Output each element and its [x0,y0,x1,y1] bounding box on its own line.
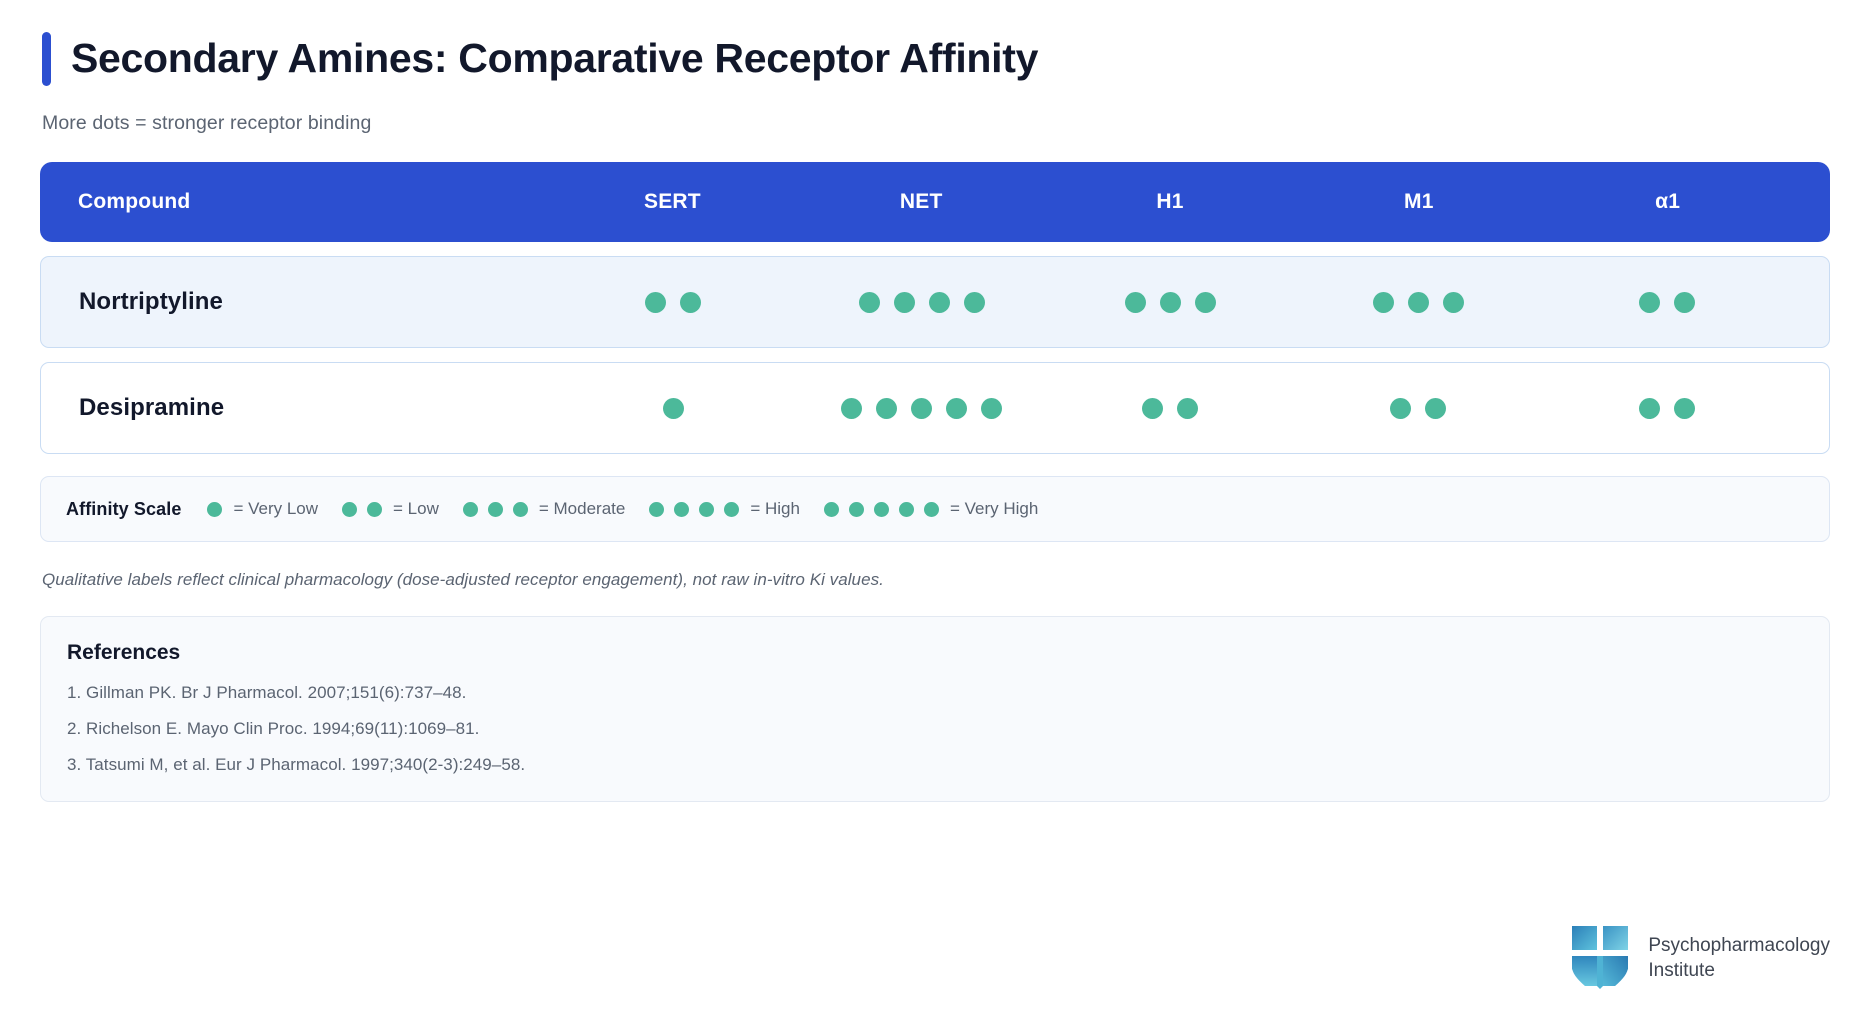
affinity-table: Compound SERT NET H1 M1 α1 Nortriptyline… [40,162,1830,454]
references-panel: References 1. Gillman PK. Br J Pharmacol… [40,616,1830,802]
affinity-dots-h1 [1046,397,1294,419]
affinity-dot [674,501,690,517]
subtitle: More dots = stronger receptor binding [42,112,372,134]
affinity-dot [207,501,223,517]
affinity-dot [876,397,898,419]
column-header-m1: M1 [1404,190,1434,213]
affinity-dot [1159,291,1181,313]
legend-dots [649,501,740,517]
affinity-dot [680,291,702,313]
legend-label: = High [750,499,800,518]
column-header-sert: SERT [643,190,701,213]
affinity-dot [1425,397,1447,419]
affinity-dot [512,501,528,517]
affinity-dot [1390,397,1412,419]
affinity-dot [1673,291,1695,313]
shield-icon [1570,923,1632,994]
reference-item: 2. Richelson E. Mayo Clin Proc. 1994;69(… [67,719,480,738]
brand-line-1: Psychopharmacology [1648,935,1830,957]
affinity-dot [1638,291,1660,313]
affinity-dot [1372,291,1394,313]
affinity-dots-h1 [1046,291,1294,313]
column-header-h1: H1 [1156,190,1184,213]
legend-label: = Moderate [538,499,626,518]
legend-item-very-low: = Very Low [207,499,318,519]
legend-label: = Low [393,499,439,518]
table-header-row: Compound SERT NET H1 M1 α1 [40,162,1830,242]
brand-line-2: Institute [1648,959,1715,981]
affinity-scale-legend: Affinity Scale = Very Low = Low = Modera… [40,476,1830,542]
affinity-dot [1673,397,1695,419]
legend-dots [462,501,528,517]
affinity-dot [724,501,740,517]
affinity-dots-a1 [1543,397,1791,419]
affinity-dot [873,501,889,517]
affinity-dot [342,501,358,517]
affinity-dot [981,397,1003,419]
affinity-dot [662,397,684,419]
affinity-dot [699,501,715,517]
affinity-dots-m1 [1294,397,1542,419]
affinity-dot [462,501,478,517]
brand-text: Psychopharmacology Institute [1648,934,1830,983]
affinity-dot [923,501,939,517]
title-row: Secondary Amines: Comparative Receptor A… [42,32,1830,86]
affinity-dot [1124,291,1146,313]
affinity-dot [1194,291,1216,313]
affinity-dot [1638,397,1660,419]
legend-item-moderate: = Moderate [462,499,626,519]
affinity-dot [823,501,839,517]
affinity-dot [645,291,667,313]
affinity-dot [858,291,880,313]
compound-name: Desipramine [79,394,225,421]
references-title: References [67,641,181,664]
brand-logo: Psychopharmacology Institute [1570,923,1830,994]
affinity-dot [928,291,950,313]
legend-item-low: = Low [342,499,439,519]
affinity-dot [911,397,933,419]
affinity-dot [841,397,863,419]
affinity-dot [946,397,968,419]
affinity-dots-sert [549,291,797,313]
affinity-dots-net [797,291,1045,313]
reference-item: 3. Tatsumi M, et al. Eur J Pharmacol. 19… [67,755,526,774]
table-row: Nortriptyline [40,256,1830,348]
affinity-dot [367,501,383,517]
accent-bar [42,32,51,86]
compound-name: Nortriptyline [79,288,223,315]
affinity-dot [1177,397,1199,419]
affinity-dots-sert [549,397,797,419]
affinity-dot [1442,291,1464,313]
page-title: Secondary Amines: Comparative Receptor A… [71,35,1039,82]
legend-dots [342,501,383,517]
legend-item-very-high: = Very High [823,499,1039,519]
affinity-dot [1142,397,1164,419]
reference-item: 1. Gillman PK. Br J Pharmacol. 2007;151(… [67,683,467,702]
column-header-compound: Compound [78,190,191,213]
affinity-dots-net [797,397,1045,419]
legend-label: = Very High [949,499,1039,518]
affinity-dots-a1 [1543,291,1791,313]
column-header-a1: α1 [1655,190,1681,213]
affinity-dots-m1 [1294,291,1542,313]
affinity-dot [963,291,985,313]
legend-dots [823,501,939,517]
table-row: Desipramine [40,362,1830,454]
affinity-dot [848,501,864,517]
affinity-dot [893,291,915,313]
legend-label: = Very Low [233,499,319,518]
column-header-net: NET [899,190,943,213]
legend-dots [207,501,223,517]
affinity-dot [487,501,503,517]
legend-item-high: = High [649,499,800,519]
affinity-dot [1407,291,1429,313]
affinity-dot [898,501,914,517]
affinity-dot [649,501,665,517]
legend-title: Affinity Scale [66,498,182,519]
footnote: Qualitative labels reflect clinical phar… [42,570,884,589]
